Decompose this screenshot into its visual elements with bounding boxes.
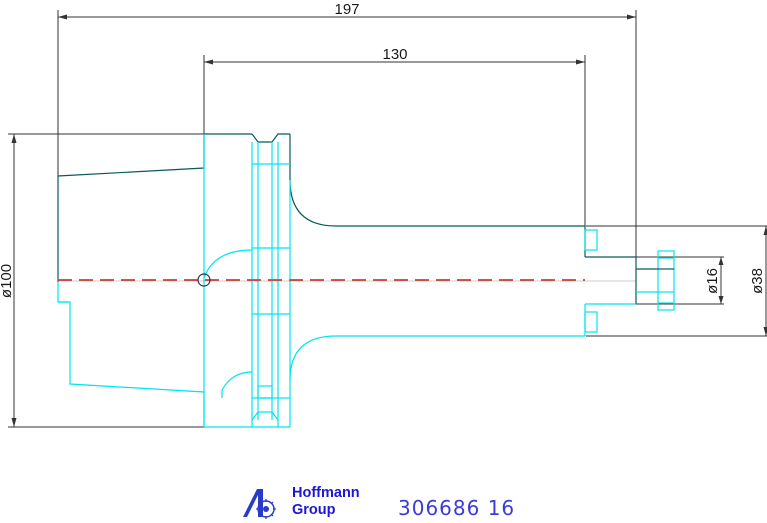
dimension-flange-diameter-label: ø100: [0, 264, 15, 298]
flange-groove-lower: [251, 411, 279, 421]
neck-fillet-lower: [289, 335, 337, 381]
neck-fillet-upper: [289, 179, 337, 227]
logo-icon: [243, 489, 276, 519]
brand-name-line1: Hoffmann: [292, 485, 360, 501]
dimension-overall-length-label: 197: [334, 1, 359, 18]
dimension-gauge-length-label: 130: [382, 46, 407, 63]
taper-outline-upper: [57, 134, 205, 282]
dimension-197: [57, 10, 637, 282]
shank-flat-upper: [584, 229, 598, 251]
dimension-130: [203, 55, 586, 226]
gauge-point-marker: [197, 273, 211, 287]
dimension-100: [8, 133, 205, 428]
dimension-shank-diameter-label: ø38: [749, 268, 766, 294]
dimension-16: [636, 256, 724, 305]
brand-name-line2: Group: [292, 502, 336, 518]
set-screw: [657, 250, 675, 311]
shank-flat-lower: [584, 311, 598, 333]
part-number: 306686 16: [398, 496, 515, 520]
key-slot-upper: [203, 249, 253, 279]
hoffmann-group-logo: Hoffmann Group: [243, 485, 360, 519]
flange-groove-upper: [251, 133, 290, 143]
dimension-bore-diameter-label: ø16: [704, 268, 721, 294]
dimension-38: [586, 225, 767, 337]
key-slot-lower: [221, 371, 253, 391]
taper-outline-lower: [57, 282, 205, 427]
